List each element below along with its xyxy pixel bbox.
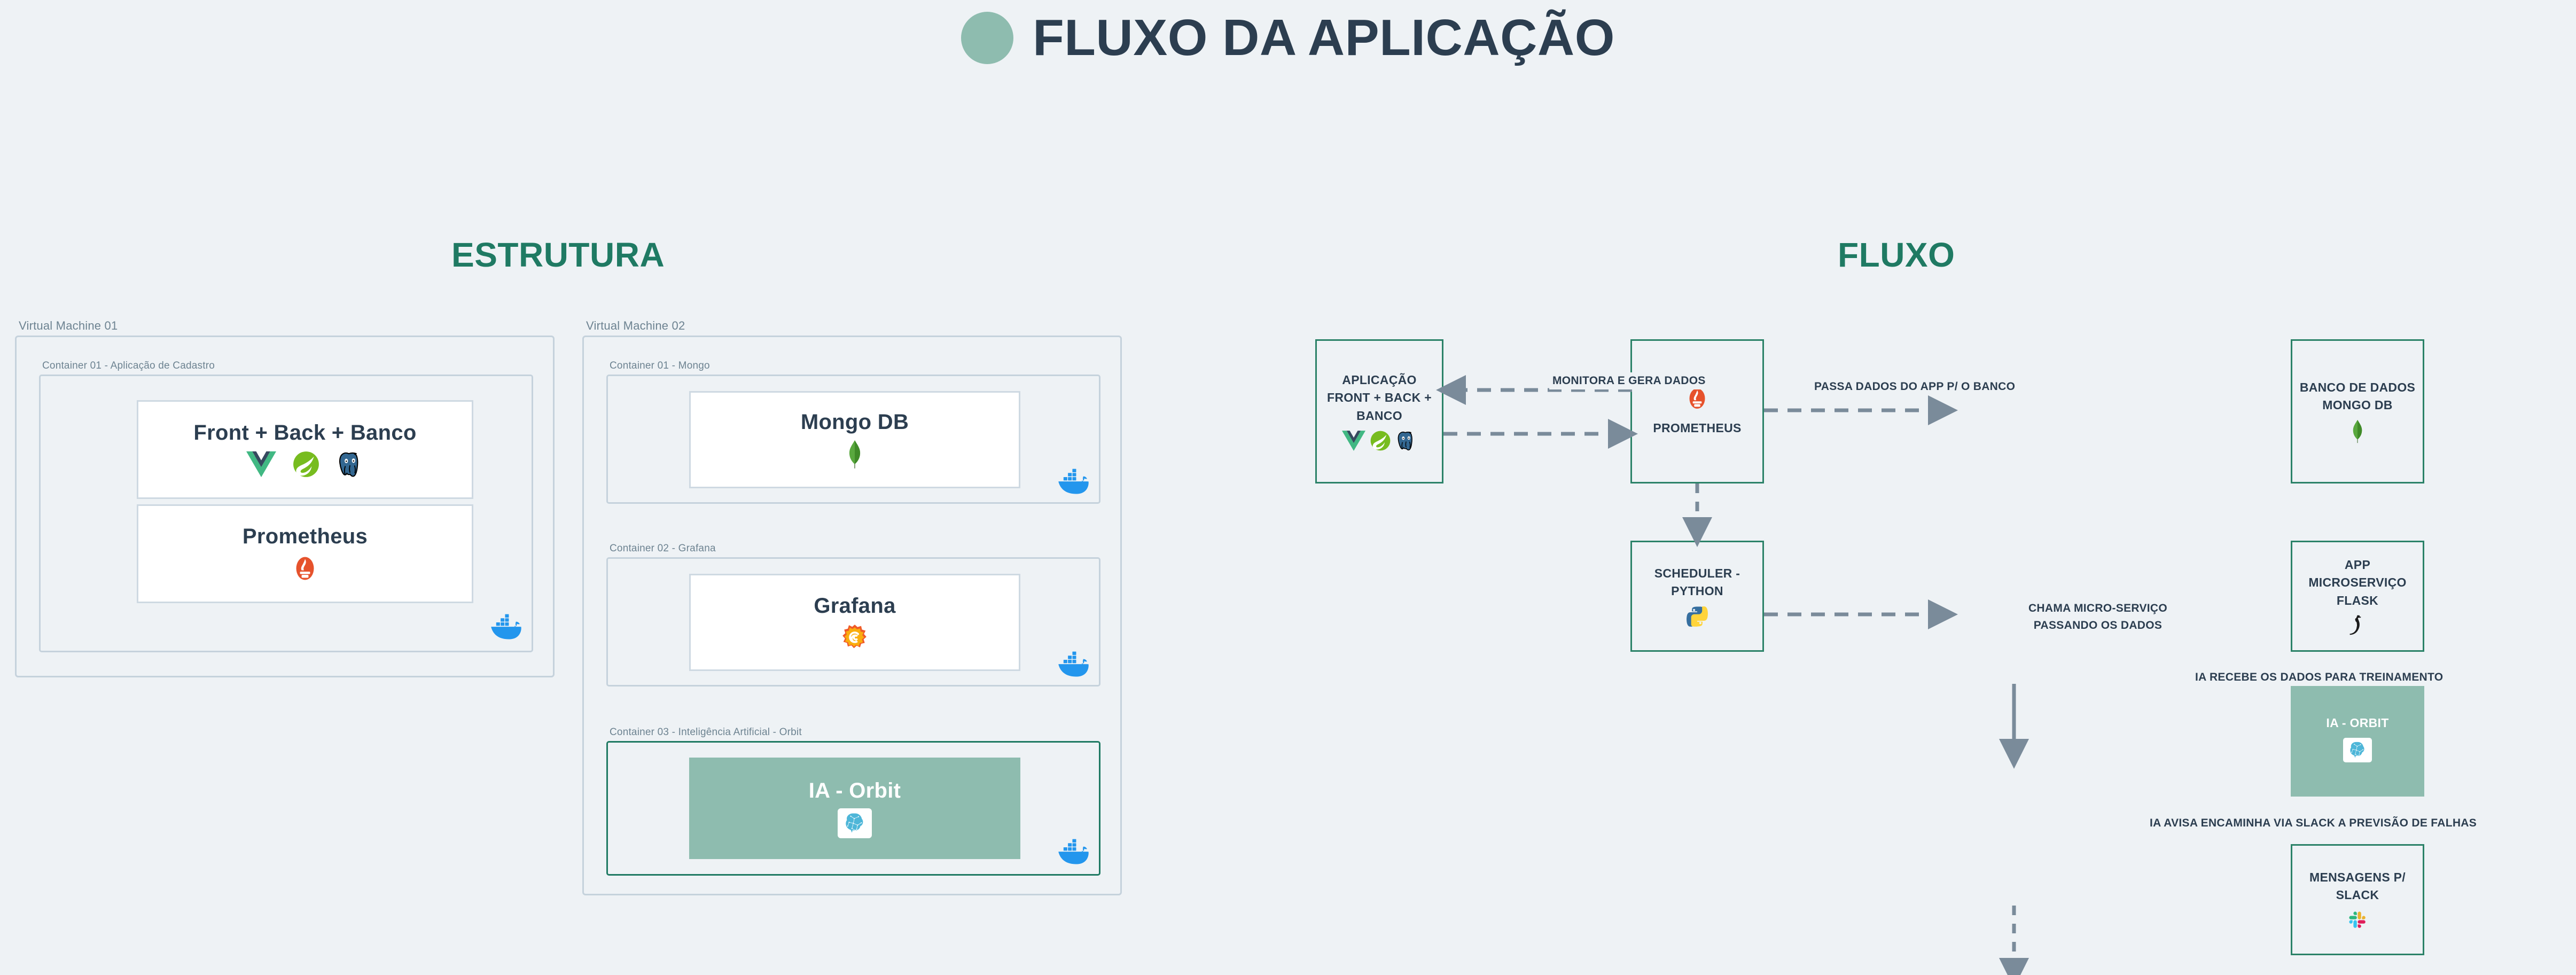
container-label: Container 03 - Inteligência Artificial -… bbox=[610, 727, 802, 738]
page-title: FLUXO DA APLICAÇÃO bbox=[1033, 9, 1615, 66]
flow-node-title: APLICAÇÃO FRONT + BACK + BANCO bbox=[1327, 372, 1432, 423]
card-title: Mongo DB bbox=[800, 410, 909, 434]
prometheus-icon bbox=[292, 554, 318, 583]
card-front-back-banco[interactable]: Front + Back + Banco bbox=[137, 400, 473, 499]
flow-edge-label-ia-avisa-slack: IA AVISA ENCAMINHA VIA SLACK A PREVISÃO … bbox=[2146, 815, 2480, 832]
card-title: Grafana bbox=[814, 594, 896, 618]
flow-node-title: SCHEDULER - PYTHON bbox=[1654, 566, 1740, 598]
flow-node-title: IA - ORBIT bbox=[2326, 716, 2389, 730]
card-title: Prometheus bbox=[242, 525, 368, 548]
flow-edge-label-passa-dados: PASSA DADOS DO APP P/ O BANCO bbox=[1811, 378, 2019, 395]
card-icon-row bbox=[846, 440, 864, 470]
card-icon-row bbox=[838, 808, 872, 838]
virtual-machine-01: Virtual Machine 01 Container 01 - Aplica… bbox=[15, 319, 555, 677]
flow-node-mensagens-slack[interactable]: MENSAGENS P/ SLACK bbox=[2291, 844, 2424, 955]
postgresql-icon bbox=[336, 450, 364, 478]
card-title: Front + Back + Banco bbox=[193, 421, 417, 444]
spring-icon bbox=[292, 450, 320, 478]
container-03-inteligencia-artificial-orbit: Container 03 - Inteligência Artificial -… bbox=[606, 727, 1100, 876]
card-prometheus[interactable]: Prometheus bbox=[137, 504, 473, 603]
section-header-fluxo: FLUXO bbox=[1838, 236, 1955, 274]
container-01-mongo: Container 01 - Mongo Mongo DB bbox=[606, 360, 1100, 504]
flow-node-app-microservico-flask[interactable]: APP MICROSERVIÇO FLASK bbox=[2291, 541, 2424, 652]
card-mongo-db[interactable]: Mongo DB bbox=[689, 391, 1020, 488]
flow-connectors bbox=[1436, 375, 2029, 975]
card-title: IA - Orbit bbox=[808, 778, 901, 802]
flow-edge-label-monitora: MONITORA E GERA DADOS bbox=[1549, 372, 1709, 389]
card-grafana[interactable]: Grafana bbox=[689, 574, 1020, 671]
flow-edge-label-ia-recebe-dados: IA RECEBE OS DADOS PARA TREINAMENTO bbox=[2192, 669, 2447, 686]
grafana-icon bbox=[841, 623, 869, 651]
flow-node-title: BANCO DE DADOS MONGO DB bbox=[2299, 380, 2416, 412]
flow-node-title: APP MICROSERVIÇO FLASK bbox=[2308, 557, 2407, 607]
flow-node-title: PROMETHEUS bbox=[1653, 421, 1742, 435]
flow-node-title: MENSAGENS P/ SLACK bbox=[2309, 870, 2406, 902]
flow-node-ia-orbit[interactable]: IA - ORBIT bbox=[2291, 680, 2424, 797]
brain-ai-icon bbox=[843, 812, 867, 835]
docker-icon bbox=[1057, 836, 1091, 866]
vm-label: Virtual Machine 02 bbox=[586, 319, 685, 332]
card-icon-row bbox=[292, 554, 318, 583]
flow-node-aplicacao[interactable]: APLICAÇÃO FRONT + BACK + BANCO bbox=[1315, 339, 1443, 483]
container-label: Container 01 - Mongo bbox=[610, 360, 710, 371]
vue-icon bbox=[246, 450, 276, 478]
container-label: Container 02 - Grafana bbox=[610, 543, 716, 554]
docker-icon bbox=[1057, 466, 1091, 496]
docker-icon bbox=[489, 611, 524, 641]
virtual-machine-02: Virtual Machine 02 Container 01 - Mongo … bbox=[582, 319, 1122, 895]
section-header-estrutura: ESTRUTURA bbox=[451, 236, 665, 274]
docker-icon bbox=[1057, 649, 1091, 678]
flow-node-banco-dados[interactable]: BANCO DE DADOS MONGO DB bbox=[2291, 339, 2424, 483]
card-icon-row bbox=[841, 623, 869, 651]
vm-label: Virtual Machine 01 bbox=[19, 319, 118, 332]
card-ia-orbit[interactable]: IA - Orbit bbox=[689, 758, 1020, 859]
container-02-grafana: Container 02 - Grafana Grafana bbox=[606, 543, 1100, 687]
flow-node-prometheus[interactable]: PROMETHEUS bbox=[1630, 339, 1764, 483]
card-icon-row bbox=[246, 450, 364, 478]
page-header: FLUXO DA APLICAÇÃO bbox=[0, 12, 2576, 64]
container-label: Container 01 - Aplicação de Cadastro bbox=[42, 360, 215, 371]
flow-edge-label-chama-microservico: CHAMA MICRO-SERVIÇO PASSANDO OS DADOS bbox=[2020, 600, 2175, 634]
container-01-aplicacao-cadastro: Container 01 - Aplicação de Cadastro Fro… bbox=[39, 360, 533, 652]
mongodb-icon bbox=[846, 440, 864, 470]
flow-node-icon-row bbox=[2343, 737, 2372, 762]
title-bullet-icon bbox=[961, 12, 1014, 64]
